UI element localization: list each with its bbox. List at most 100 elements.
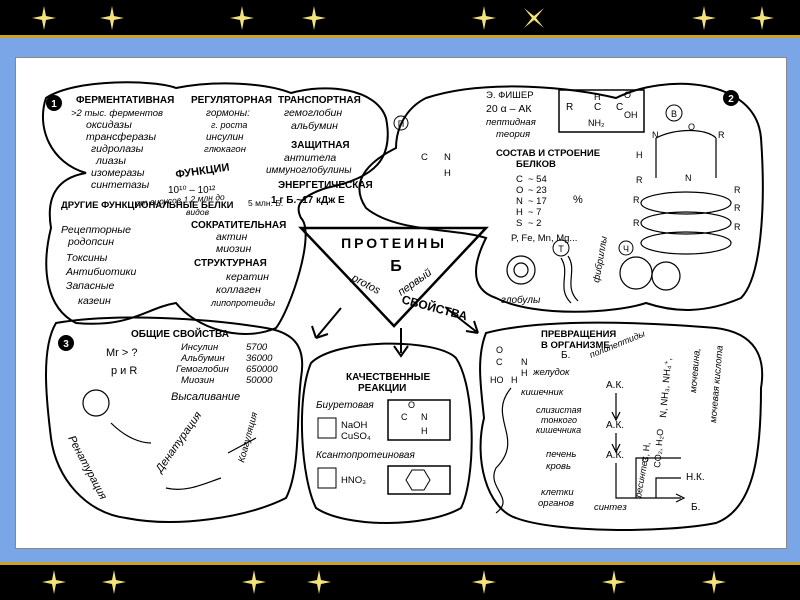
regulatory-item: инсулин [206,132,244,143]
level-letter: П [398,119,404,129]
ch-products: C, H, [640,442,652,463]
element-value: ~ 7 [528,207,541,218]
star-icon [470,4,498,32]
helix-H: H [636,150,643,160]
frag-H: H [521,368,528,378]
contractile-item: актин [216,231,248,243]
regulatory-item: г. роста [211,120,247,130]
frag-N: N [521,357,528,367]
proteins-title: ПРОТЕИНЫ [341,235,447,251]
uric-acid-label: мочевая кислота [708,345,726,423]
level-letter: Т [558,244,564,254]
formula-H: H [594,92,601,102]
other-item: Рецепторные [61,224,131,236]
globules-label: глобулы [501,294,541,306]
helix-R: R [718,130,725,140]
enzymatic-item: оксидазы [86,119,132,131]
nucleic-acids: Н.К. [686,472,705,483]
mass-name: Альбумин [180,353,225,364]
helix-N: N [652,130,659,140]
bottom-star-band [0,562,800,600]
pr-label: p и R [111,365,137,377]
element-value: ~ 54 [528,174,547,185]
composition-title: СОСТАВ И СТРОЕНИЕ [496,148,600,159]
section-number: 3 [63,339,69,350]
nitrogen-products: N, NH₃, NH₄⁺, [658,357,674,418]
star-icon [600,568,628,596]
element-symbol: N [516,196,523,207]
star-icon [100,568,128,596]
functions-mass: 5 млн. Б. [248,198,283,208]
transform-title: ПРЕВРАЩЕНИЯ [541,329,616,340]
denaturation-drawing [83,390,256,489]
properties-label: СВОЙСТВА [400,291,469,323]
frag-H: H [511,375,518,385]
mass-value: 50000 [246,375,273,386]
cells-label: органов [538,498,574,509]
helix-R: R [633,218,640,228]
synthesis-label: синтез [594,502,627,513]
reagent: CuSO₄ [341,431,371,442]
star-icon [98,4,126,32]
contractile-item: миозин [216,243,251,255]
regulatory-item: гормоны: [206,108,250,119]
cells-label: клетки [541,487,574,498]
level-letter: Ч [623,244,629,254]
fibrils-label: фибриллы [591,235,610,283]
transport-item: гемоглобин [284,107,342,119]
star-icon [300,4,328,32]
structural-item: кератин [226,271,269,283]
stomach-label: желудок [532,367,570,378]
reactions-blob [302,344,472,523]
mass-value: 5700 [246,342,268,353]
mass-value: 36000 [246,353,273,364]
frag-N: N [421,412,428,422]
formula-O: O [624,90,631,100]
protective-item: антитела [284,152,336,164]
enzymatic-item: синтетазы [91,179,149,191]
reagent: HNO₃ [341,475,366,486]
star-icon [240,568,268,596]
protein-symbol: Б [390,258,402,275]
frag-C: C [401,412,408,422]
star-icon [30,4,58,32]
protein-diagram: ПРОТЕИНЫ Б protos первый СВОЙСТВА 1 ФЕРМ… [16,58,786,548]
mucosa-label: кишечника [536,425,581,435]
helix-R: R [633,195,640,205]
band-edge [0,35,800,38]
diagram-card: ПРОТЕИНЫ Б protos первый СВОЙСТВА 1 ФЕРМ… [15,57,787,549]
helix-R: R [734,203,741,213]
reactions-title: КАЧЕСТВЕННЫЕ [346,372,430,383]
frag-HO: HO [490,375,504,385]
cross-star-icon [520,4,548,32]
composition-title: БЕЛКОВ [516,159,556,170]
peptide-bond-box [388,400,450,440]
peptide-N: N [444,152,451,163]
star-icon [470,568,498,596]
band-edge [0,562,800,565]
liver-label: печень [546,449,576,460]
test-tube-icon [318,418,336,438]
functions-section: 1 ФЕРМЕНТАТИВНАЯ >2 тыс. ферментов оксид… [46,95,373,308]
star-icon [748,4,776,32]
molar-mass-label: Mr > ? [106,347,137,359]
reactions-section: КАЧЕСТВЕННЫЕ РЕАКЦИИ Биуретовая NaOH CuS… [316,372,450,494]
frag-O: O [408,400,415,410]
star-icon [40,568,68,596]
denaturation-label: Денатурация [152,410,204,477]
helix-R: R [734,185,741,195]
arrow-to-reactions [394,328,408,356]
contractile-title: СОКРАТИТЕЛЬНАЯ [191,220,286,231]
element-symbol: S [516,218,522,229]
star-icon [700,568,728,596]
amino-acids-label: 20 α – АК [486,103,532,115]
level-letter: В [671,109,677,119]
theory-line: пептидная [486,117,536,128]
formula-OH: OH [624,110,638,120]
other-title: ДРУГИЕ ФУНКЦИОНАЛЬНЫЕ БЕЛКИ [61,200,234,211]
other-item: казеин [78,295,111,307]
xanthoprotein-label: Ксантопротеиновая [316,450,415,461]
salting-out-label: Высаливание [171,391,240,403]
element-value: ~ 23 [528,185,547,196]
urea-label: мочевина, [688,348,703,394]
